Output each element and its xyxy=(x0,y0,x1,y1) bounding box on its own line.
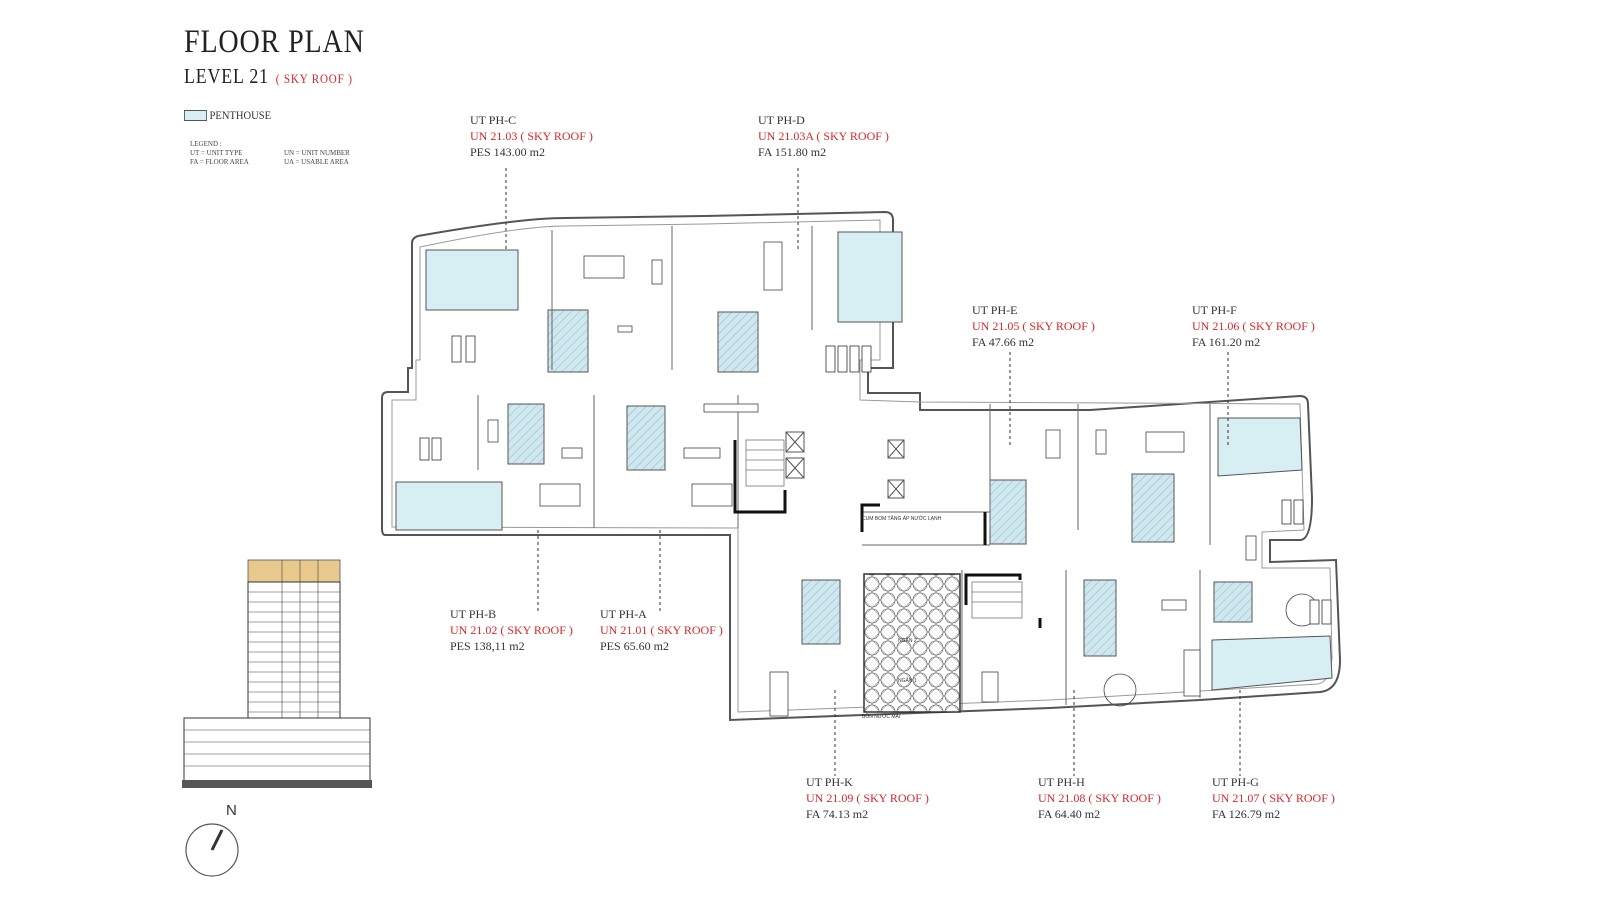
unit-type: UT PH-G xyxy=(1212,775,1259,789)
unit-label-ph-f: UT PH-F UN 21.06 ( SKY ROOF ) FA 161.20 … xyxy=(1192,302,1315,350)
unit-number: UN 21.08 ( SKY ROOF ) xyxy=(1038,791,1161,805)
compass-needle xyxy=(210,829,224,851)
pool-ph-g xyxy=(1211,635,1333,691)
unit-label-ph-d: UT PH-D UN 21.03A ( SKY ROOF ) FA 151.80… xyxy=(758,112,889,160)
core-4 xyxy=(626,405,666,471)
unit-number: UN 21.02 ( SKY ROOF ) xyxy=(450,623,573,637)
unit-number: UN 21.01 ( SKY ROOF ) xyxy=(600,623,723,637)
unit-type: UT PH-C xyxy=(470,113,517,127)
pump-note: CUM BOM TĂNG ÁP NƯỚC LẠNH xyxy=(862,516,942,522)
unit-area: FA 64.40 m2 xyxy=(1038,807,1101,821)
unit-number: UN 21.03 ( SKY ROOF ) xyxy=(470,129,593,143)
penthouse-legend: PENTHOUSE xyxy=(184,108,271,123)
unit-label-ph-h: UT PH-H UN 21.08 ( SKY ROOF ) FA 64.40 m… xyxy=(1038,774,1161,822)
unit-number: UN 21.03A ( SKY ROOF ) xyxy=(758,129,889,143)
leader-lines xyxy=(505,168,1241,776)
unit-type: UT PH-F xyxy=(1192,303,1237,317)
loungers xyxy=(419,335,1332,625)
unit-label-ph-g: UT PH-G UN 21.07 ( SKY ROOF ) FA 126.79 … xyxy=(1212,774,1335,822)
heavy-walls xyxy=(733,440,1042,628)
unit-type: UT PH-D xyxy=(758,113,805,127)
legend-ut: UT = UNIT TYPE xyxy=(190,149,243,157)
core-3 xyxy=(507,403,545,465)
core-1 xyxy=(547,309,589,373)
tank-compartment-2: NGĂN 2 xyxy=(898,638,917,644)
roof-tank-note: BỒN NƯỚC MÁI xyxy=(862,714,901,720)
unit-label-ph-e: UT PH-E UN 21.05 ( SKY ROOF ) FA 47.66 m… xyxy=(972,302,1095,350)
lift-shafts xyxy=(785,431,905,499)
legend-fa: FA = FLOOR AREA xyxy=(190,158,249,166)
pool-ph-c xyxy=(425,249,519,311)
unit-area: PES 65.60 m2 xyxy=(600,639,670,653)
core-2 xyxy=(717,311,759,373)
unit-area: PES 138,11 m2 xyxy=(450,639,525,653)
stairs xyxy=(745,439,1023,619)
pool-ph-d xyxy=(837,231,903,323)
unit-label-ph-b: UT PH-B UN 21.02 ( SKY ROOF ) PES 138,11… xyxy=(450,606,573,654)
legend-title: LEGEND : xyxy=(190,140,222,148)
north-label: N xyxy=(226,802,237,819)
page-title: FLOOR PLAN xyxy=(184,24,365,60)
unit-number: UN 21.06 ( SKY ROOF ) xyxy=(1192,319,1315,333)
unit-type: UT PH-H xyxy=(1038,775,1085,789)
level-subtitle: LEVEL 21 ( SKY ROOF ) xyxy=(184,64,353,89)
penthouse-swatch xyxy=(184,110,207,121)
core-6 xyxy=(1131,473,1175,543)
building-outline xyxy=(381,210,1342,722)
core-7 xyxy=(801,579,841,645)
unit-label-ph-c: UT PH-C UN 21.03 ( SKY ROOF ) PES 143.00… xyxy=(470,112,593,160)
unit-area: FA 126.79 m2 xyxy=(1212,807,1281,821)
core-8 xyxy=(1083,579,1117,657)
pool-ph-f xyxy=(1217,417,1303,477)
unit-number: UN 21.09 ( SKY ROOF ) xyxy=(806,791,929,805)
unit-area: FA 74.13 m2 xyxy=(806,807,869,821)
water-tank xyxy=(863,573,961,713)
tank-compartment-1: NGĂN 1 xyxy=(898,678,917,684)
unit-number: UN 21.07 ( SKY ROOF ) xyxy=(1212,791,1335,805)
level-note: ( SKY ROOF ) xyxy=(275,71,353,86)
unit-type: UT PH-B xyxy=(450,607,497,621)
unit-number: UN 21.05 ( SKY ROOF ) xyxy=(972,319,1095,333)
unit-area: PES 143.00 m2 xyxy=(470,145,546,159)
compass-circle xyxy=(185,823,239,877)
core-9 xyxy=(1213,581,1253,623)
core-5 xyxy=(989,479,1027,545)
unit-type: UT PH-E xyxy=(972,303,1018,317)
level-number: LEVEL 21 xyxy=(184,64,269,88)
unit-type: UT PH-A xyxy=(600,607,647,621)
building-section-thumbnail xyxy=(182,559,372,788)
unit-label-ph-k: UT PH-K UN 21.09 ( SKY ROOF ) FA 74.13 m… xyxy=(806,774,929,822)
unit-type: UT PH-K xyxy=(806,775,853,789)
unit-area: FA 47.66 m2 xyxy=(972,335,1035,349)
legend-ua: UA = USABLE AREA xyxy=(284,158,349,166)
unit-label-ph-a: UT PH-A UN 21.01 ( SKY ROOF ) PES 65.60 … xyxy=(600,606,723,654)
legend-un: UN = UNIT NUMBER xyxy=(284,149,350,157)
unit-area: FA 161.20 m2 xyxy=(1192,335,1261,349)
unit-area: FA 151.80 m2 xyxy=(758,145,827,159)
penthouse-legend-label: PENTHOUSE xyxy=(209,108,272,122)
furniture xyxy=(487,241,1319,717)
pool-ph-b xyxy=(395,481,503,531)
